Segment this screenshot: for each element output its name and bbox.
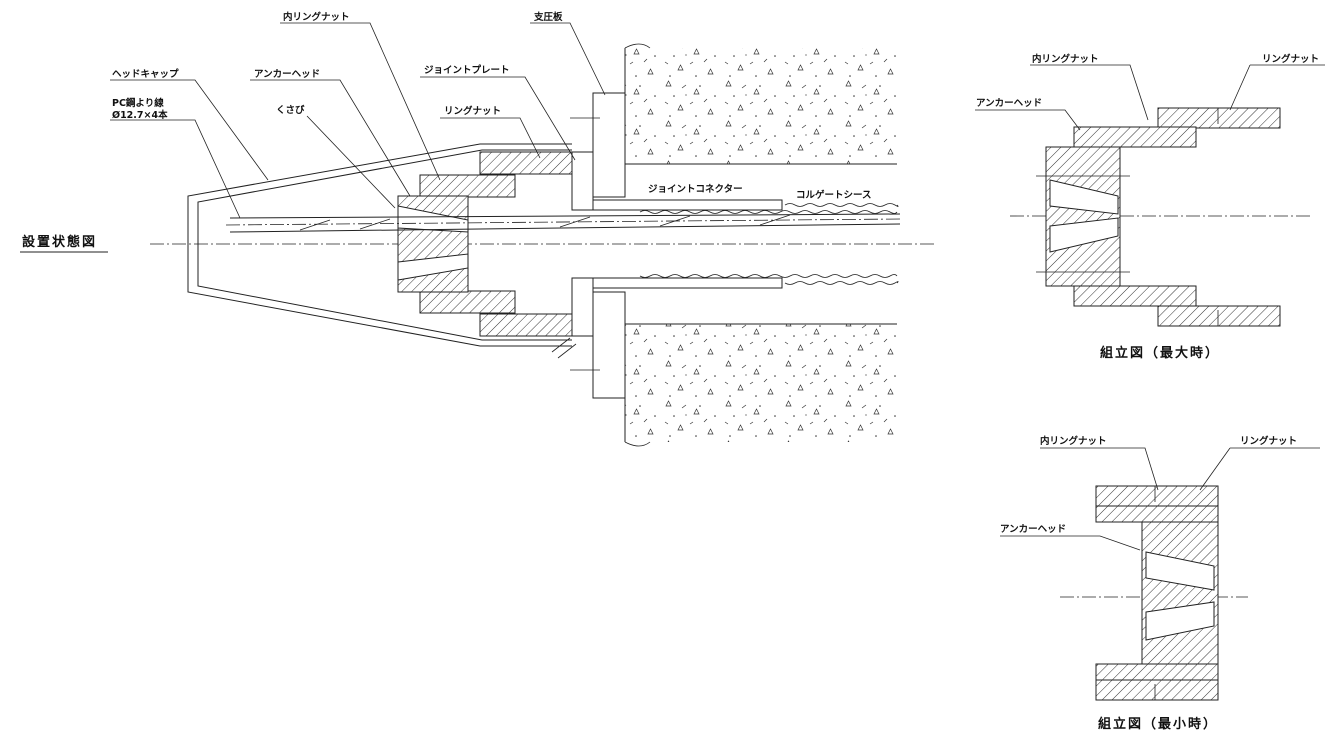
label-head-cap: ヘッドキャップ xyxy=(112,68,179,80)
joint-connector-lower xyxy=(593,277,783,289)
leader-strand xyxy=(110,119,241,219)
label-anchor-head: アンカーヘッド xyxy=(254,69,320,80)
bearing-plate-lower xyxy=(592,291,626,399)
wedge-upper xyxy=(397,205,469,233)
label-inner-ring-nut: 内リングナット xyxy=(283,11,350,23)
sheath-upper-outer xyxy=(784,203,899,207)
min-label-ring-nut: リングナット xyxy=(1240,435,1297,447)
max-inner-ring-nut-upper xyxy=(1073,126,1197,148)
max-leader-ring-nut xyxy=(1229,64,1325,111)
min-view-caption: 組立図（最小時） xyxy=(1098,716,1218,732)
sheath-upper-inner xyxy=(639,210,898,214)
label-strand-spec: Ø12.7×4本 xyxy=(112,109,168,121)
min-wedge-lower xyxy=(1145,601,1215,641)
leader-bearing-plate xyxy=(530,22,606,96)
min-label-inner-ring-nut: 内リングナット xyxy=(1040,435,1107,447)
min-anchor-head xyxy=(1141,521,1219,665)
ring-nut-lower xyxy=(479,313,573,337)
label-joint-connector: ジョイントコネクター xyxy=(648,183,743,195)
concrete-upper xyxy=(625,48,897,164)
sheath-lower-inner xyxy=(639,274,898,278)
max-leader-anchor-head xyxy=(975,109,1081,131)
concrete-lower-break xyxy=(624,441,651,447)
joint-plate-upper xyxy=(571,151,594,211)
max-anchor-head xyxy=(1045,146,1121,287)
joint-plate-lower xyxy=(571,277,594,337)
label-wedge: くさび xyxy=(276,104,305,116)
max-wedge-upper xyxy=(1049,179,1119,215)
min-ring-nut-upper xyxy=(1095,485,1219,507)
leader-anchor-head xyxy=(250,79,411,197)
min-leader-anchor-head xyxy=(1000,535,1141,551)
concrete-upper-break xyxy=(624,43,651,49)
main-view-title: 設置状態図 xyxy=(22,234,97,250)
min-label-anchor-head: アンカーヘッド xyxy=(1000,524,1066,535)
wedge-lower xyxy=(397,253,469,281)
min-view: 内リングナット リングナット アンカーヘッド 組立図（最小時） xyxy=(1000,435,1320,732)
head-cap-outer xyxy=(187,143,572,347)
min-inner-ring-nut-upper xyxy=(1095,505,1219,523)
joint-connector-upper xyxy=(593,199,783,211)
max-leader-inner-ring-nut xyxy=(1030,64,1149,121)
max-inner-ring-nut-lower xyxy=(1073,285,1197,307)
min-leader-inner-ring-nut xyxy=(1040,447,1159,491)
max-ring-nut-upper xyxy=(1157,107,1281,129)
strand-twist-3 xyxy=(559,216,591,228)
strand-center xyxy=(225,218,901,226)
inner-ring-nut-lower xyxy=(419,290,516,314)
head-cap-bolt xyxy=(551,337,577,359)
max-label-ring-nut: リングナット xyxy=(1262,53,1319,65)
main-view: 設置状態図 xyxy=(20,11,935,447)
leader-inner-ring-nut xyxy=(280,22,441,181)
strand-upper-b xyxy=(229,223,901,233)
max-label-inner-ring-nut: 内リングナット xyxy=(1032,53,1099,65)
leader-joint-plate xyxy=(420,76,576,161)
label-corrugated-sheath: コルゲートシース xyxy=(796,189,872,201)
ring-nut-upper xyxy=(479,151,573,175)
strand-twist-2 xyxy=(359,218,391,230)
min-wedge-upper xyxy=(1145,551,1215,591)
leader-ring-nut xyxy=(440,117,541,159)
max-label-anchor-head: アンカーヘッド xyxy=(976,98,1042,109)
bearing-plate-upper xyxy=(592,92,626,198)
strand-twist-1 xyxy=(299,219,331,231)
min-leader-ring-nut xyxy=(1199,447,1320,491)
min-ring-nut-lower xyxy=(1095,679,1219,701)
min-inner-ring-nut-lower xyxy=(1095,663,1219,681)
sheath-lower-outer xyxy=(784,281,899,285)
label-joint-plate: ジョイントプレート xyxy=(424,64,510,76)
max-ring-nut-lower xyxy=(1157,305,1281,327)
max-wedge-lower xyxy=(1049,217,1119,253)
strand-upper-a xyxy=(229,213,901,219)
concrete-lower xyxy=(625,324,897,442)
label-strand: PC鋼より線 xyxy=(112,97,164,109)
leader-head-cap xyxy=(110,79,269,181)
label-ring-nut: リングナット xyxy=(444,105,501,117)
leader-wedge xyxy=(306,115,396,209)
head-cap-inner xyxy=(197,149,572,341)
strand-twist-4 xyxy=(659,215,691,227)
label-bearing-plate: 支圧板 xyxy=(533,11,563,23)
max-view: 内リングナット リングナット アンカーヘッド 組立図（最大時） xyxy=(975,53,1325,361)
inner-ring-nut-upper xyxy=(419,174,516,198)
strand-twist-5 xyxy=(759,214,791,226)
max-view-caption: 組立図（最大時） xyxy=(1100,345,1220,361)
